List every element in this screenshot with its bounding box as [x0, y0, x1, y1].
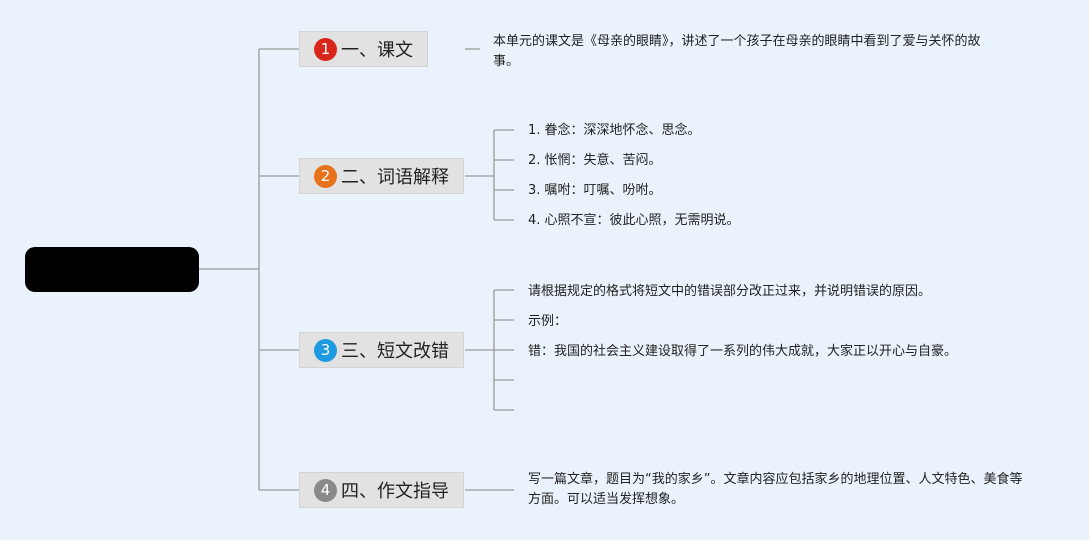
leaf-text-2-2: 2. 怅惘：失意、苦闷。 [528, 153, 662, 168]
branch-node-1[interactable]: 1 一、课文 [299, 31, 428, 67]
leaf-text-2-1: 1. 眷念：深深地怀念、思念。 [528, 123, 701, 138]
branch-node-4[interactable]: 4 四、作文指导 [299, 472, 464, 508]
leaf-text-2-4: 4. 心照不宣：彼此心照，无需明说。 [528, 213, 740, 228]
leaf-text-4-1: 写一篇文章，题目为“我的家乡”。文章内容应包括家乡的地理位置、人文特色、美食等方… [528, 472, 1023, 507]
leaf-text-3-2: 示例： [528, 314, 568, 329]
branch-label-2: 二、词语解释 [341, 167, 449, 188]
number-badge-2: 2 [314, 164, 337, 188]
number-badge-1: 1 [314, 37, 337, 61]
number-badge-4: 4 [314, 478, 337, 502]
number-badge-3: 3 [314, 338, 337, 362]
branch-node-2[interactable]: 2 二、词语解释 [299, 158, 464, 194]
leaf-text-3-3: 错：我国的社会主义建设取得了一系列的伟大成就，大家正以开心与自豪。 [528, 344, 958, 359]
branch-label-1: 一、课文 [341, 40, 413, 61]
branch-label-3: 三、短文改错 [341, 341, 449, 362]
leaf-text-1-1: 本单元的课文是《母亲的眼睛》，讲述了一个孩子在母亲的眼睛中看到了爱与关怀的故事。 [493, 34, 981, 69]
branch-node-3[interactable]: 3 三、短文改错 [299, 332, 464, 368]
leaf-text-3-1: 请根据规定的格式将短文中的错误部分改正过来，并说明错误的原因。 [528, 284, 932, 299]
branch-label-4: 四、作文指导 [341, 481, 449, 502]
root-node[interactable] [25, 247, 199, 292]
leaf-text-2-3: 3. 嘱咐：叮嘱、吩咐。 [528, 183, 662, 198]
